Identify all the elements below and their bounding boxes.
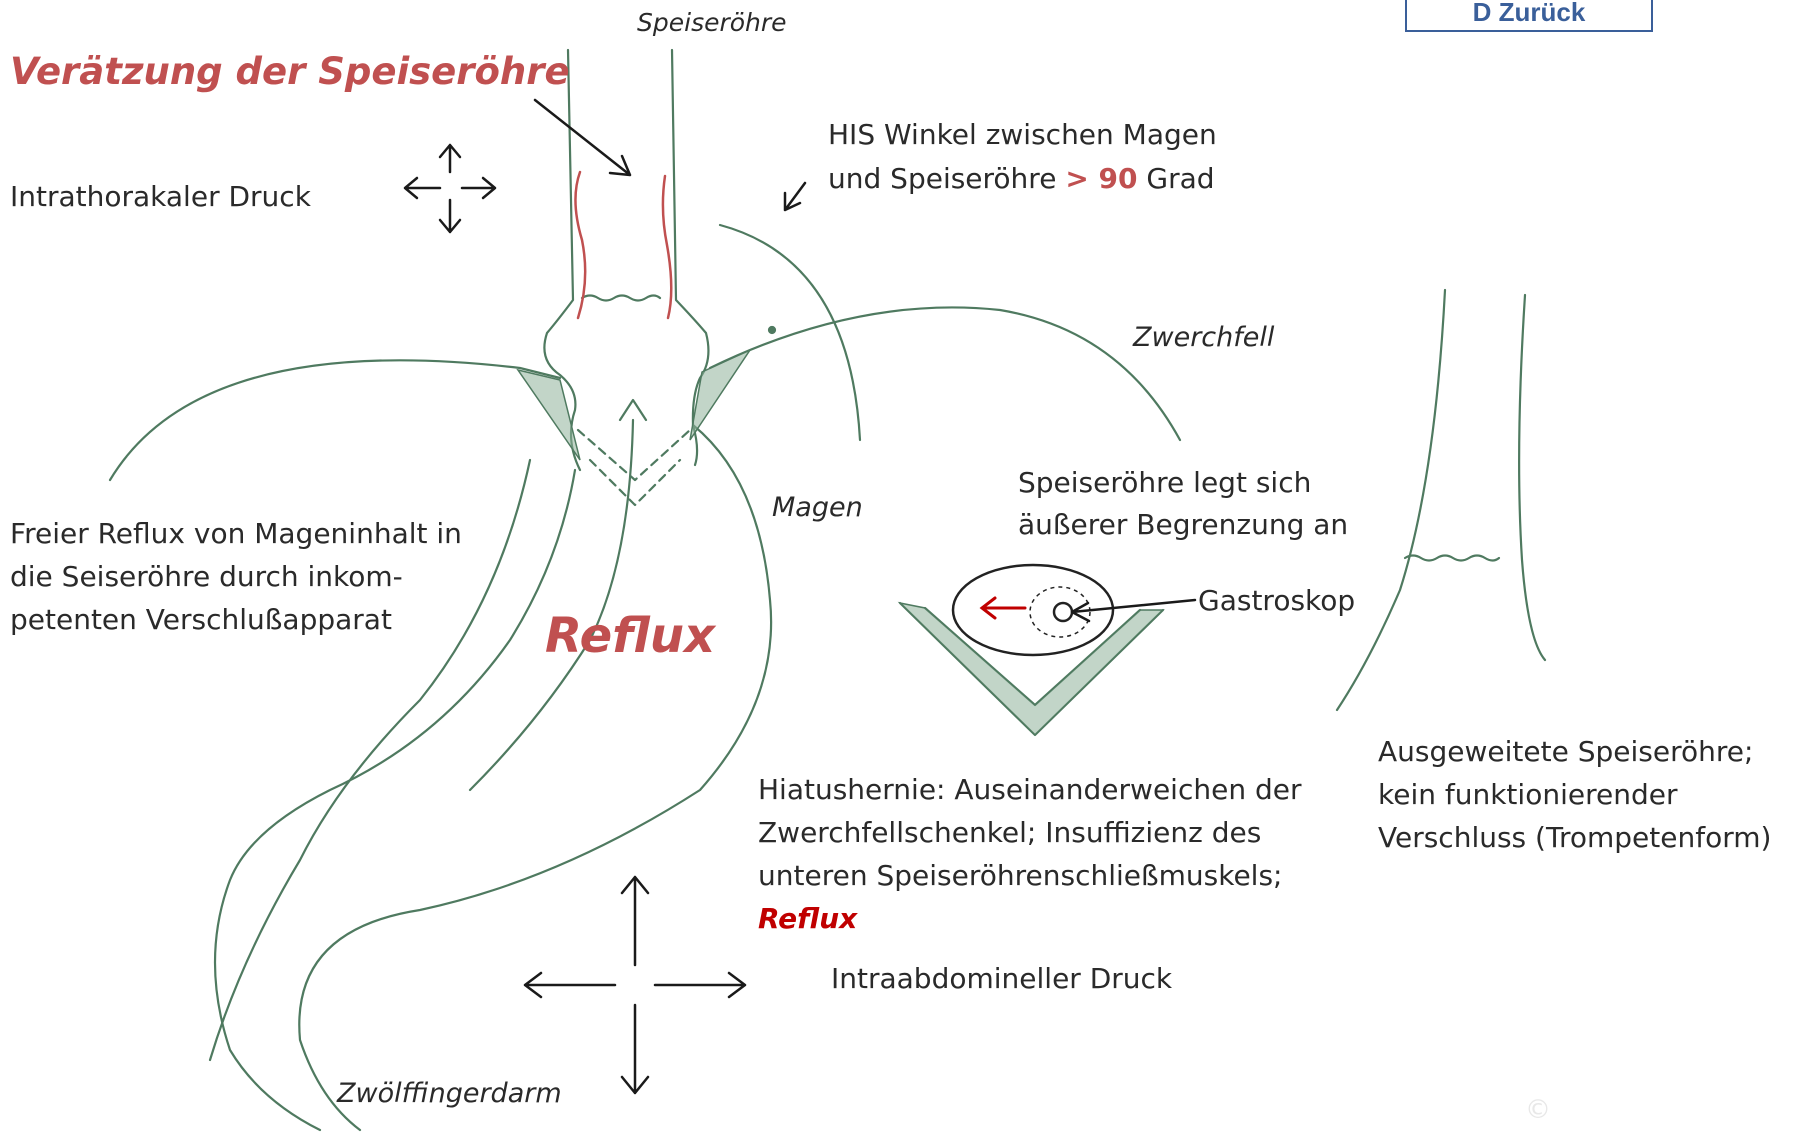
label-magen: Magen xyxy=(772,492,863,523)
diaphragm-right-arc xyxy=(710,307,1180,440)
his-line-2-unit: Grad xyxy=(1138,162,1215,195)
thoracic-arrow-up xyxy=(440,145,460,172)
thoracic-arrow-right xyxy=(462,178,495,198)
legt-line-2: äußerer Begrenzung an xyxy=(1018,504,1348,546)
reflux-flow-line xyxy=(470,420,633,790)
trumpet-right-wall xyxy=(1519,295,1545,660)
freier-line-1: Freier Reflux von Mageninhalt in xyxy=(10,512,462,555)
label-reflux-big: Reflux xyxy=(545,608,715,664)
ausgeweitet-line-2: kein funktionierender xyxy=(1378,773,1771,816)
his-pointer-arrow xyxy=(785,183,805,210)
label-freier-reflux: Freier Reflux von Mageninhalt in die Sei… xyxy=(10,512,462,641)
his-line-2: und Speiseröhre > 90 Grad xyxy=(828,157,1217,201)
trumpet-left-wall xyxy=(1337,290,1445,710)
legt-line-1: Speiseröhre legt sich xyxy=(1018,462,1348,504)
label-intraabdominal: Intraabdomineller Druck xyxy=(831,962,1172,995)
hiatus-line-2: Zwerchfellschenkel; Insuffizienz des xyxy=(758,811,1301,854)
abdominal-arrow-up xyxy=(622,877,648,965)
pressure-red-arrow xyxy=(982,598,1025,618)
diaphragm-crus-right xyxy=(690,350,750,440)
irritation-left xyxy=(575,172,585,318)
label-his-winkel: HIS Winkel zwischen Magen und Speiseröhr… xyxy=(828,113,1217,201)
ausgeweitet-line-3: Verschluss (Trompetenform) xyxy=(1378,816,1771,859)
his-angle-arc xyxy=(720,225,860,440)
veraetzung-pointer-arrow xyxy=(535,100,630,175)
hiatus-line-3: unteren Speiseröhrenschließmuskels; xyxy=(758,854,1301,897)
diaphragm-left-arc xyxy=(110,360,560,480)
label-gastroskop: Gastroskop xyxy=(1198,584,1355,617)
label-ausgeweitet: Ausgeweitete Speiseröhre; kein funktioni… xyxy=(1378,730,1771,859)
thoracic-arrow-down xyxy=(440,200,460,232)
freier-line-3: petenten Verschlußapparat xyxy=(10,598,462,641)
esophagus-sphincter-line xyxy=(582,296,660,301)
hiatus-line-1: Hiatushernie: Auseinanderweichen der xyxy=(758,768,1301,811)
label-veraetzung: Verätzung der Speiseröhre xyxy=(10,50,570,93)
ausgeweitet-line-1: Ausgeweitete Speiseröhre; xyxy=(1378,730,1771,773)
abdominal-arrow-right xyxy=(655,973,745,997)
reflux-flow-arrowhead xyxy=(620,400,646,420)
gastroscope-tip xyxy=(1054,603,1072,621)
abdominal-arrow-down xyxy=(622,1005,648,1093)
diaphragm-dot xyxy=(769,327,775,333)
sphincter-dashed-left xyxy=(578,430,690,480)
label-intrathorakal: Intrathorakaler Druck xyxy=(10,180,311,213)
freier-line-2: die Seiseröhre durch inkom- xyxy=(10,555,462,598)
label-hiatushernie: Hiatushernie: Auseinanderweichen der Zwe… xyxy=(758,768,1301,940)
hiatus-hatch xyxy=(900,603,1163,735)
his-line-2-a: und Speiseröhre xyxy=(828,162,1065,195)
trumpet-sphincter-line xyxy=(1405,556,1499,561)
label-speiseroehre-top: Speiseröhre xyxy=(637,8,787,37)
copyright-mark: © xyxy=(1525,1095,1551,1125)
hiatus-reflux: Reflux xyxy=(758,897,1301,940)
label-zwerchfell: Zwerchfell xyxy=(1133,322,1274,353)
label-speiseroehre-legt: Speiseröhre legt sich äußerer Begrenzung… xyxy=(1018,462,1348,546)
diaphragm-crus-left xyxy=(518,370,580,460)
thoracic-arrow-left xyxy=(405,178,440,198)
abdominal-arrow-left xyxy=(525,973,615,997)
back-button[interactable]: D Zurück xyxy=(1405,0,1653,32)
sphincter-dashed-right xyxy=(590,460,680,505)
his-line-2-value: > 90 xyxy=(1065,162,1137,195)
label-zwoelffingerdarm: Zwölffingerdarm xyxy=(337,1078,562,1109)
irritation-right xyxy=(663,176,671,318)
his-line-1: HIS Winkel zwischen Magen xyxy=(828,113,1217,157)
